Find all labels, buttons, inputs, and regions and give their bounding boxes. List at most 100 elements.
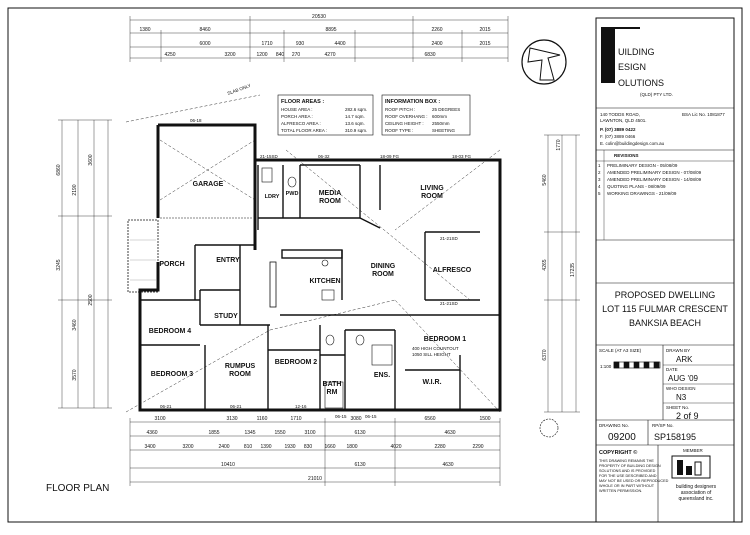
room-labels: GARAGE MEDIA ROOM LIVING ROOM LDRY PWD P… [149, 181, 472, 396]
date-value: AUG '09 [668, 374, 699, 383]
porch-hatch [127, 219, 159, 293]
window-code: 18-03 FG [452, 154, 472, 159]
info-value: 25 DEGREES [432, 107, 460, 112]
dim-label: 8895 [325, 27, 336, 33]
window-code: 06-15 [365, 414, 377, 419]
dim-label: 3100 [154, 416, 165, 422]
revision-no: 5 [598, 191, 601, 196]
dim-label: 3200 [224, 52, 235, 58]
info-value: 600mm [432, 114, 447, 119]
room-ldry: LDRY [265, 194, 280, 200]
rp-label: RP/SP No. [652, 423, 674, 428]
room-media-1: MEDIA [319, 190, 342, 197]
room-study: STUDY [214, 313, 238, 320]
room-rumpus-2: ROOM [229, 371, 251, 378]
revision-text: QUOTING PLANS - 08/09/09 [607, 184, 666, 189]
scale-label: SCALE (AT A3 SIZE) [599, 348, 642, 353]
dim-label: 1855 [208, 430, 219, 436]
window-code: 06-15 [335, 414, 347, 419]
copyright-line: PROPERTY OF BUILDING DESIGN [599, 464, 661, 468]
room-garage: GARAGE [193, 181, 224, 188]
room-kitchen: KITCHEN [309, 278, 340, 285]
dim-label: 1550 [274, 430, 285, 436]
revision-text: PRELIMINARY DESIGN - 05/08/09 [607, 163, 678, 168]
top-dimensions [129, 16, 509, 62]
info-label: ROOF OVERHANG : [385, 114, 428, 119]
room-bath-1: BATH [323, 381, 342, 388]
logo-line: OLUTIONS [618, 78, 664, 88]
room-alfresco: ALFRESCO [433, 267, 472, 274]
overall-width-label: 20530 [312, 14, 326, 20]
dim-label: 2260 [431, 27, 442, 33]
room-porch: PORCH [159, 261, 184, 268]
window-code: 18-09 FG [380, 154, 400, 159]
bottom-dim-labels: 3100 3130 1160 1710 3080 6560 1500 4360 … [144, 416, 490, 482]
dim-label: 1710 [261, 41, 272, 47]
area-label: TOTAL FLOOR AREA : [281, 128, 327, 133]
address-line: 140 TODDS ROAD, [600, 112, 640, 117]
dim-label: 3245 [56, 259, 62, 270]
area-label: HOUSE AREA : [281, 107, 313, 112]
information-box: INFORMATION BOX : ROOF PITCH : 25 DEGREE… [381, 94, 471, 136]
scale-bar [613, 361, 661, 369]
room-living-1: LIVING [420, 185, 444, 192]
assoc-line: queensland inc. [678, 496, 713, 502]
sheet-value: 2 of 9 [676, 411, 699, 421]
sill-note: 400 HIGH COUNTOUT [412, 346, 459, 351]
date-label: DATE [666, 367, 678, 372]
room-bed3: BEDROOM 3 [151, 371, 194, 378]
room-living-2: ROOM [421, 193, 443, 200]
area-value: 282.6 sqm. [345, 107, 367, 112]
dim-label: 3100 [304, 430, 315, 436]
dim-label: 1930 [284, 444, 295, 450]
revision-no: 2 [598, 170, 601, 175]
bath-tub [324, 381, 344, 409]
logo-sub: (QLD) PTY LTD. [640, 92, 673, 97]
copyright-line: WHOLE OR IN PART WITHOUT [599, 484, 655, 488]
room-dining-2: ROOM [372, 271, 394, 278]
water-tank [539, 418, 559, 438]
shower [371, 344, 393, 366]
revision-no: 3 [598, 177, 601, 182]
dim-label: 6130 [354, 430, 365, 436]
sink [321, 259, 329, 267]
dim-label: 2015 [479, 41, 490, 47]
dim-label: 6860 [56, 164, 62, 175]
copyright-line: WRITTEN PERMISSION. [599, 489, 642, 493]
dim-label: 2500 [88, 294, 94, 305]
drawing-no-value: 09200 [608, 432, 636, 443]
room-bath-2: RM [327, 389, 338, 396]
toilet-pwd [287, 176, 297, 188]
project-line: LOT 115 FULMAR CRESCENT [602, 304, 728, 314]
window-code: 06-18 [190, 118, 202, 123]
laundry-tub [261, 167, 273, 183]
dim-label: 6560 [424, 416, 435, 422]
revision-text: AMENDED PRELIMINARY DESIGN - 07/08/09 [607, 170, 702, 175]
room-rumpus-1: RUMPUS [225, 363, 256, 370]
who-value: N3 [676, 393, 687, 402]
floor-areas-heading: FLOOR AREAS : [281, 99, 324, 105]
dim-label: 1770 [556, 139, 562, 150]
room-bed1: BEDROOM 1 [424, 336, 467, 343]
window-code: 12-16 [295, 404, 307, 409]
dim-label: 8460 [199, 27, 210, 33]
right-dim-labels: 5460 17235 4265 6370 1770 [542, 139, 576, 360]
fixtures [261, 167, 559, 438]
window-code: 21-21SD [440, 301, 459, 306]
dim-label: 3080 [350, 416, 361, 422]
revisions-heading: REVISIONS [614, 153, 639, 158]
dim-label: 4265 [542, 259, 548, 270]
right-dimensions [544, 134, 580, 413]
roof-hip-lines [125, 94, 501, 413]
dim-label: 2280 [434, 444, 445, 450]
dim-label: 6370 [542, 349, 548, 360]
left-dim-labels: 6860 2190 3600 3245 3460 2500 3570 [56, 154, 94, 380]
info-value: SHEETING [432, 128, 456, 133]
room-ens: ENS. [374, 372, 390, 379]
copyright-line: SOLUTIONS AND IS PROVIDED [599, 469, 656, 473]
drawn-value: ARK [676, 355, 693, 364]
dim-label: 4270 [324, 52, 335, 58]
dim-label: 4630 [444, 430, 455, 436]
logo-line: UILDING [618, 47, 655, 57]
slab-note: SLAB ONLY [227, 83, 252, 96]
